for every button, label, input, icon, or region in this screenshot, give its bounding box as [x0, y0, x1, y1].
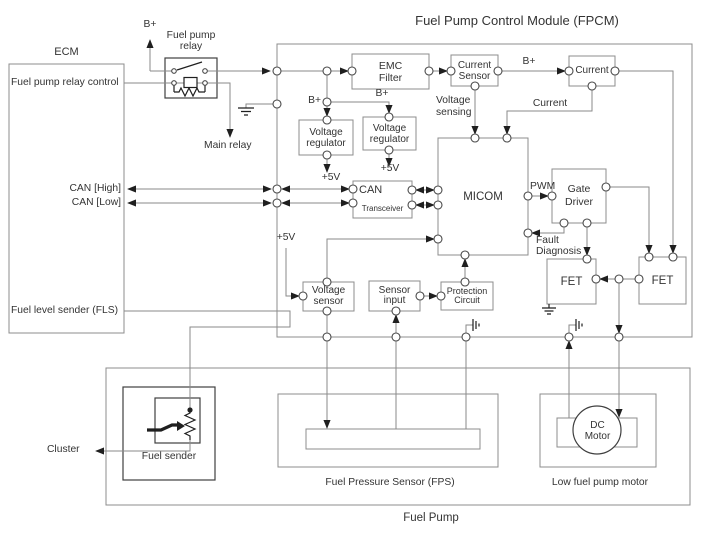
relay-switch-symbol: [176, 61, 203, 71]
ecm-pin-fuel-level-sender: Fuel level sender (FLS): [11, 305, 119, 316]
ecm-pin-can-low: CAN [Low]: [71, 197, 121, 208]
b-plus-bus-label: B+: [308, 95, 321, 106]
plus-5v-reg1-label: +5V: [321, 172, 341, 183]
float-arm: [147, 421, 185, 432]
current-block-label: Current: [575, 65, 609, 76]
ground-icon: [238, 107, 254, 116]
fuel-pump-relay-label: Fuel pump relay: [166, 30, 216, 52]
fuel-pump-box: [105, 367, 691, 506]
plus-5v-reg2-label: +5V: [380, 163, 400, 174]
relay-coil-symbol: [173, 76, 206, 98]
fet-right-label: FET: [651, 274, 674, 287]
low-fuel-pump-motor-label: Low fuel pump motor: [551, 477, 649, 488]
dc-motor-circle: [572, 405, 622, 455]
ecm-pin-fuel-pump-relay-control: Fuel pump relay control: [11, 77, 119, 88]
fault-diagnosis-label: Fault Diagnosis: [536, 235, 582, 257]
current-signal-label: Current: [532, 98, 568, 109]
sensor-input-label: Sensor input: [378, 284, 411, 306]
pwm-label: PWM: [530, 181, 556, 192]
emc-filter-label: EMC Filter: [378, 59, 403, 84]
ecm-title: ECM: [54, 46, 79, 58]
voltage-regulator-1-label: Voltage regulator: [306, 126, 346, 149]
fpcm-title: Fuel Pump Control Module (FPCM): [415, 13, 619, 28]
wires: [95, 39, 677, 455]
ecm-box: [8, 63, 125, 334]
fuel-sender-label: Fuel sender: [141, 451, 197, 462]
fps-box: [277, 393, 499, 468]
voltage-sensor-label: Voltage sensor: [311, 285, 346, 307]
micom-label: MICOM: [463, 190, 503, 203]
cluster-label: Cluster: [47, 444, 80, 455]
side-ground-icon: [575, 319, 583, 331]
plus-5v-sensor-label: +5V: [276, 232, 296, 243]
current-sensor-label: Current Sensor: [457, 59, 492, 82]
connection-nodes: [171, 66, 678, 342]
fps-label: Fuel Pressure Sensor (FPS): [325, 477, 455, 488]
main-relay-label: Main relay: [204, 140, 252, 151]
gate-driver-label: Gate Driver: [565, 183, 593, 208]
b-plus-out-label: B+: [522, 56, 536, 67]
ecm-pin-can-high: CAN [High]: [69, 183, 122, 194]
protection-circuit-label: Protection Circuit: [446, 285, 488, 305]
fuel-sender-potentiometer: [183, 407, 197, 440]
ground-icon: [542, 304, 556, 315]
fuel-pump-relay-box: [164, 57, 218, 99]
fet-left-label: FET: [560, 275, 583, 288]
fuel-pump-title: Fuel Pump: [403, 512, 459, 524]
voltage-regulator-2-label: Voltage regulator: [369, 122, 410, 145]
fps-element: [305, 428, 481, 450]
dc-motor-label: DC Motor: [584, 419, 611, 442]
voltage-sensing-label: Voltage sensing: [436, 95, 472, 118]
fuel-sender-box: [122, 386, 216, 481]
can-label: CAN: [359, 184, 383, 196]
b-plus-reg2-label: B+: [375, 88, 389, 99]
fuel-sender-inner-box: [154, 397, 201, 444]
side-ground-icon: [472, 319, 480, 331]
motor-box: [539, 393, 657, 468]
transceiver-label: Transceiver: [361, 204, 404, 213]
b-plus-top-label: B+: [143, 19, 157, 30]
